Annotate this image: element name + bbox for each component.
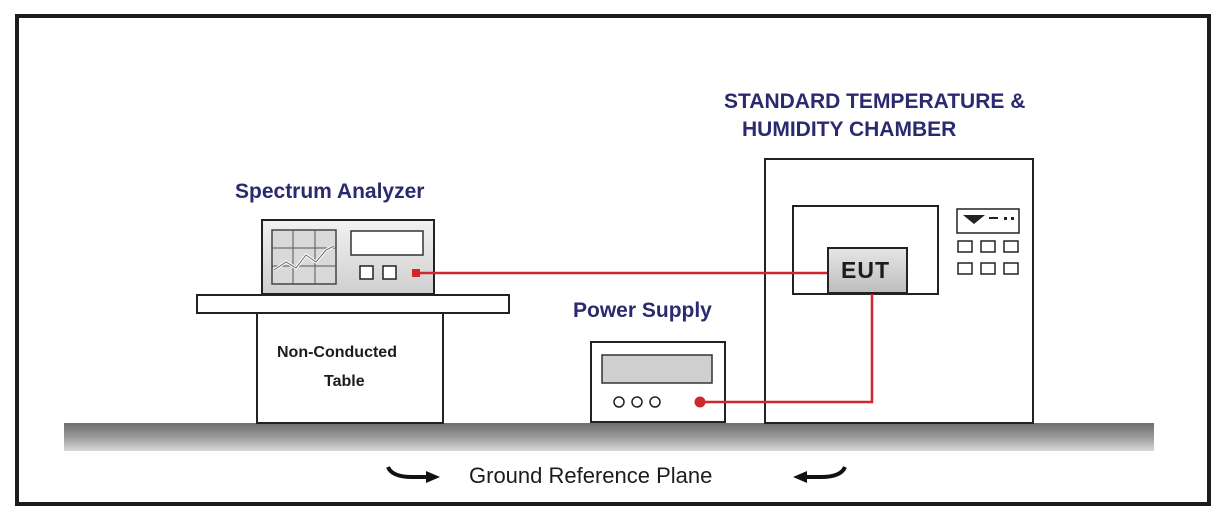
rf-cable: [412, 269, 828, 277]
power-supply-knob: [613, 396, 625, 408]
chamber-indicator-icon: [963, 215, 985, 224]
table-label-line2: Table: [324, 373, 365, 390]
ground-plane-arrow-left: [386, 466, 440, 483]
power-cable: [694, 292, 874, 408]
power-supply-knob: [649, 396, 661, 408]
chamber-keypad: [957, 240, 1019, 275]
spectrum-analyzer-label: Spectrum Analyzer: [235, 180, 425, 203]
table-label-line1: Non-Conducted: [277, 344, 397, 361]
chamber-title-line2: HUMIDITY CHAMBER: [742, 118, 957, 141]
analyzer-display: [350, 230, 424, 256]
ground-plane-bar: [64, 423, 1154, 451]
table-body: [256, 312, 444, 424]
analyzer-button: [382, 265, 397, 280]
non-conducted-table: [196, 294, 510, 424]
chamber-title-line1: STANDARD TEMPERATURE &: [724, 90, 1026, 113]
power-supply-label: Power Supply: [573, 299, 712, 322]
analyzer-button: [359, 265, 374, 280]
ground-plane-label: Ground Reference Plane: [469, 463, 713, 488]
spectrum-analyzer: [261, 219, 435, 295]
eut-label: EUT: [841, 257, 890, 283]
chamber-control-display: [956, 208, 1020, 234]
eut-box: [827, 247, 908, 294]
power-supply: [590, 341, 726, 423]
power-supply-knob: [631, 396, 643, 408]
table-top: [196, 294, 510, 314]
power-supply-display: [601, 354, 713, 384]
ground-plane-arrow-right: [793, 466, 847, 483]
